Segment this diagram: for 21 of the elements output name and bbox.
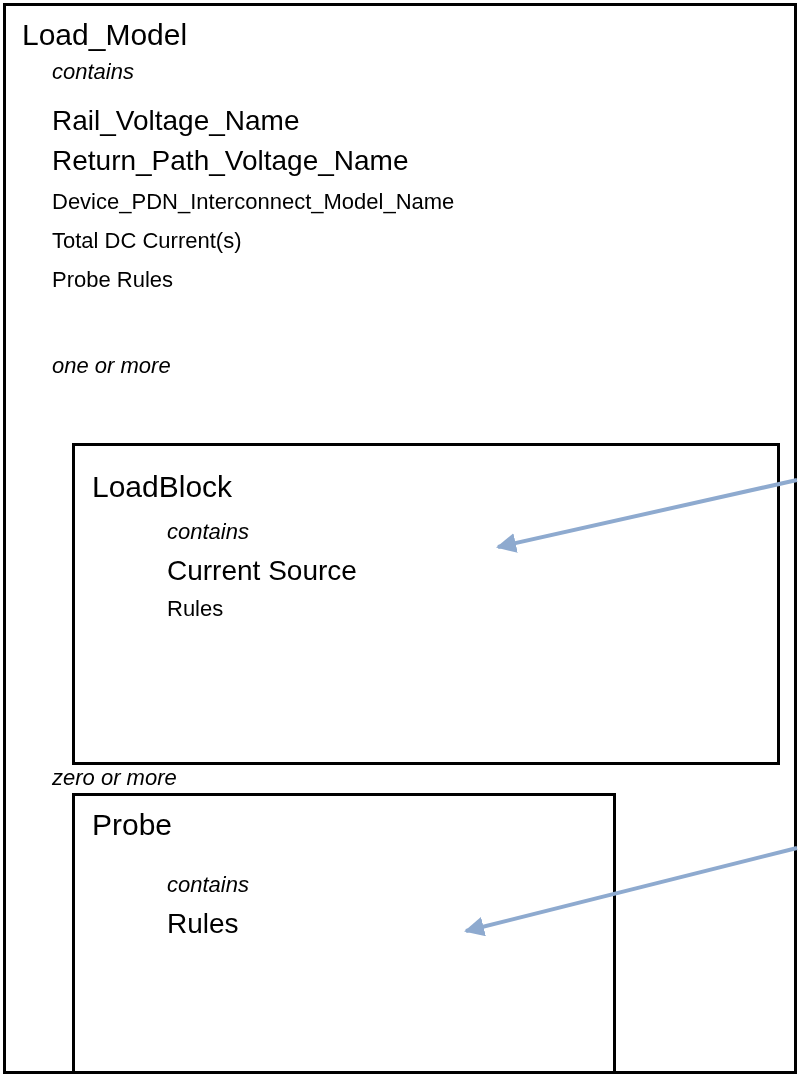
box-heading: Load_Model xyxy=(22,18,188,51)
box-heading: Probe xyxy=(92,808,173,841)
field-name: Current Source xyxy=(167,556,357,587)
field-name: Total DC Current(s) xyxy=(52,229,242,254)
multiplicity-note: zero or more xyxy=(52,766,177,791)
field-name: Probe Rules xyxy=(52,268,174,293)
field-name: Rules xyxy=(167,909,239,940)
field-name: Return_Path_Voltage_Name xyxy=(52,146,409,177)
field-name: Rail_Voltage_Name xyxy=(52,106,300,137)
outer-box xyxy=(3,3,797,1074)
multiplicity-note: contains xyxy=(52,60,134,85)
multiplicity-note: one or more xyxy=(52,354,171,379)
block-box xyxy=(72,793,616,1074)
multiplicity-note: contains xyxy=(167,520,249,545)
field-name: Rules xyxy=(167,597,224,622)
block-box xyxy=(72,443,780,765)
multiplicity-note: contains xyxy=(167,873,249,898)
field-name: Device_PDN_Interconnect_Model_Name xyxy=(52,190,455,215)
box-heading: LoadBlock xyxy=(92,470,233,503)
arrow xyxy=(496,478,798,553)
arrow xyxy=(464,846,798,937)
